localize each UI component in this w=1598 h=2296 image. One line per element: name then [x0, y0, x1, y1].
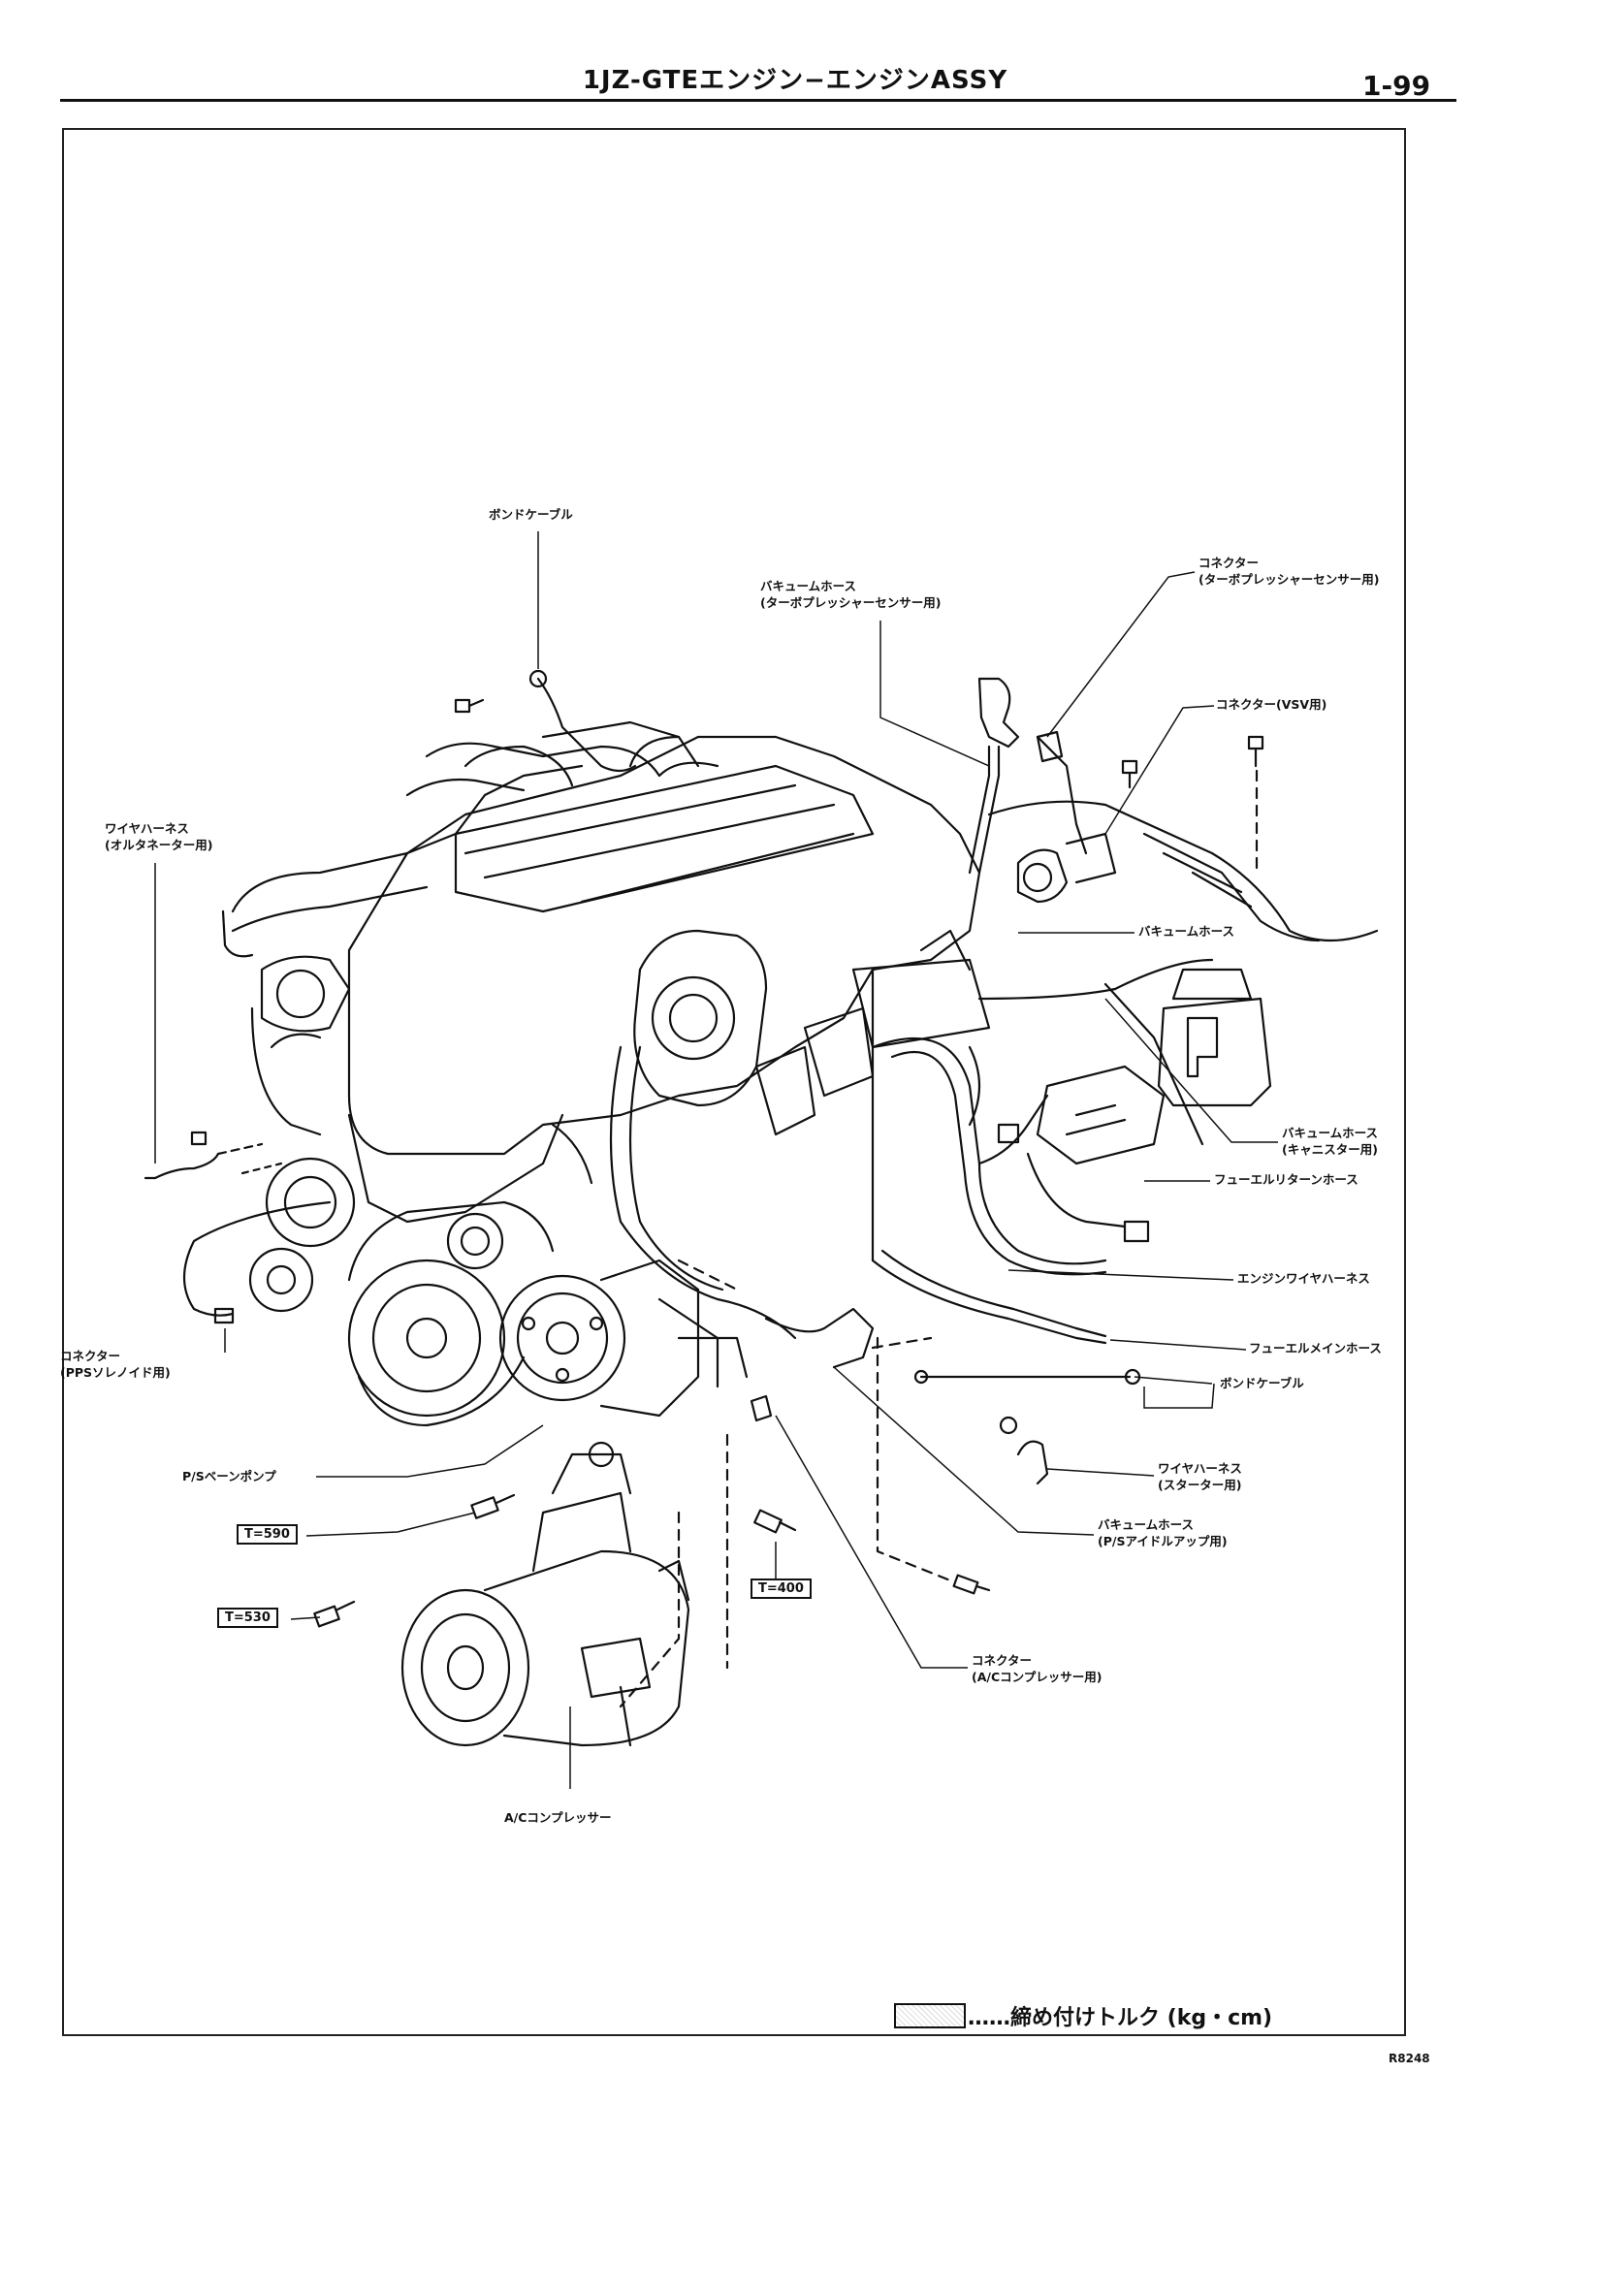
label-line: (PPSソレノイド用)	[60, 1365, 171, 1380]
torque-legend-text: ……締め付けトルク (kg・cm)	[968, 2006, 1273, 2030]
label-wire-harness-starter: ワイヤハーネス (スターター用)	[1158, 1460, 1242, 1493]
label-wire-harness-alt: ワイヤハーネス (オルタネーター用)	[105, 820, 212, 853]
bolt-t400	[753, 1509, 797, 1534]
vacuum-hose-ps	[609, 1045, 797, 1340]
leader-wire-harness-starter	[1046, 1468, 1155, 1477]
label-line: (キャニスター用)	[1282, 1142, 1378, 1157]
label-line: コネクター	[60, 1349, 121, 1363]
fuel-main-hose	[871, 1259, 1107, 1345]
vacuum-hose-turbo-sensor	[968, 745, 991, 875]
bolt-vsv-1	[1121, 759, 1138, 789]
bolt-right-lower	[952, 1574, 991, 1595]
torque-t530: T=530	[217, 1608, 278, 1628]
diagram-frame	[62, 128, 1406, 2036]
engine-block	[347, 735, 981, 1156]
turbo-pipe	[231, 764, 584, 913]
label-engine-wire-harness: エンジンワイヤハーネス	[1237, 1271, 1370, 1286]
wire-harness-alt	[153, 1152, 220, 1180]
label-fuel-return-hose: フューエルリターンホース	[1214, 1172, 1358, 1187]
fuel-pipe-right	[1142, 832, 1321, 942]
ac-compressor-clutch	[400, 1588, 530, 1747]
label-line: (P/Sアイドルアップ用)	[1098, 1534, 1228, 1548]
label-vacuum-hose-ps: バキュームホース (P/Sアイドルアップ用)	[1098, 1516, 1228, 1549]
torque-t400: T=400	[751, 1578, 812, 1599]
leader-t530	[290, 1616, 321, 1620]
header-rule	[60, 99, 1456, 102]
label-line: ワイヤハーネス	[1158, 1461, 1242, 1476]
pps-cable	[183, 1200, 332, 1317]
label-line: バキュームホース	[1282, 1126, 1379, 1140]
ps-pump-pulley	[498, 1274, 626, 1402]
leader-t590	[305, 1512, 476, 1537]
bolt-t590	[470, 1493, 516, 1519]
bolt-t530	[313, 1600, 356, 1628]
leader-bond-cable-right	[1134, 1376, 1215, 1409]
label-ac-compressor: A/Cコンプレッサー	[504, 1810, 612, 1825]
cam-cover	[454, 764, 875, 913]
label-line: (ターボプレッシャーセンサー用)	[1198, 572, 1380, 587]
label-connector-ac: コネクター (A/Cコンプレッサー用)	[972, 1652, 1102, 1685]
leader-fuel-main-hose	[1109, 1339, 1247, 1351]
leader-vacuum-hose-turbo	[879, 621, 990, 767]
leader-connector-turbo	[1046, 571, 1196, 738]
label-line: ワイヤハーネス	[105, 821, 189, 836]
vsv	[1016, 848, 1069, 904]
leader-connector-vsv	[1104, 705, 1215, 835]
figure-code: R8248	[1389, 2052, 1430, 2065]
leader-vacuum-hose-canister	[1104, 998, 1278, 1143]
torque-legend-box	[894, 2003, 966, 2028]
label-line: バキュームホース	[760, 579, 857, 593]
bolt-vsv-2	[1247, 735, 1264, 768]
label-fuel-main-hose: フューエルメインホース	[1249, 1341, 1382, 1355]
alternator	[265, 1157, 356, 1248]
connector-turbo	[1036, 735, 1088, 855]
ac-compressor-body	[483, 1549, 690, 1747]
bond-cable-top	[536, 677, 637, 773]
label-line: (スターター用)	[1158, 1478, 1242, 1492]
fuel-return-hose	[1103, 982, 1204, 1146]
label-connector-pps: コネクター (PPSソレノイド用)	[60, 1348, 171, 1381]
leader-ps-vane-pump	[316, 1424, 544, 1478]
pressure-sensor	[977, 677, 1020, 749]
page-number: 1-99	[1362, 70, 1431, 102]
canister	[1157, 997, 1272, 1107]
label-ps-vane-pump: P/Sベーンポンプ	[182, 1469, 276, 1483]
label-line: (ターボプレッシャーセンサー用)	[760, 595, 942, 610]
torque-t590: T=590	[237, 1524, 298, 1545]
leader-vacuum-hose-ps	[833, 1366, 1095, 1536]
label-vacuum-hose-canister: バキュームホース (キャニスター用)	[1282, 1125, 1378, 1158]
label-line: (オルタネーター用)	[105, 838, 213, 852]
label-line: コネクター	[1198, 556, 1260, 570]
engine-wire-harness	[871, 1037, 1107, 1265]
leader-engine-wire-harness	[1007, 1269, 1234, 1281]
label-line: コネクター	[972, 1653, 1033, 1668]
page-title: 1JZ-GTEエンジン−エンジンASSY	[582, 66, 1008, 95]
label-bond-cable-right: ボンドケーブル	[1220, 1376, 1304, 1390]
vacuum-hose-canister	[977, 958, 1214, 1001]
wire-harness-starter	[1016, 1440, 1049, 1485]
label-line: (A/Cコンプレッサー用)	[972, 1670, 1103, 1684]
label-line: バキュームホース	[1098, 1517, 1195, 1532]
crank-pulley	[347, 1259, 506, 1418]
label-connector-turbo: コネクター (ターボプレッシャーセンサー用)	[1198, 555, 1379, 588]
label-connector-vsv: コネクター(VSV用)	[1216, 697, 1327, 712]
bolt-top-left	[454, 698, 485, 714]
relay-box	[1036, 1065, 1166, 1165]
label-vacuum-hose-turbo: バキュームホース (ターボプレッシャーセンサー用)	[760, 578, 941, 611]
label-vacuum-hose: バキュームホース	[1138, 924, 1235, 939]
leader-connector-ac	[775, 1415, 968, 1669]
label-bond-cable-top: ボンドケーブル	[489, 507, 573, 522]
